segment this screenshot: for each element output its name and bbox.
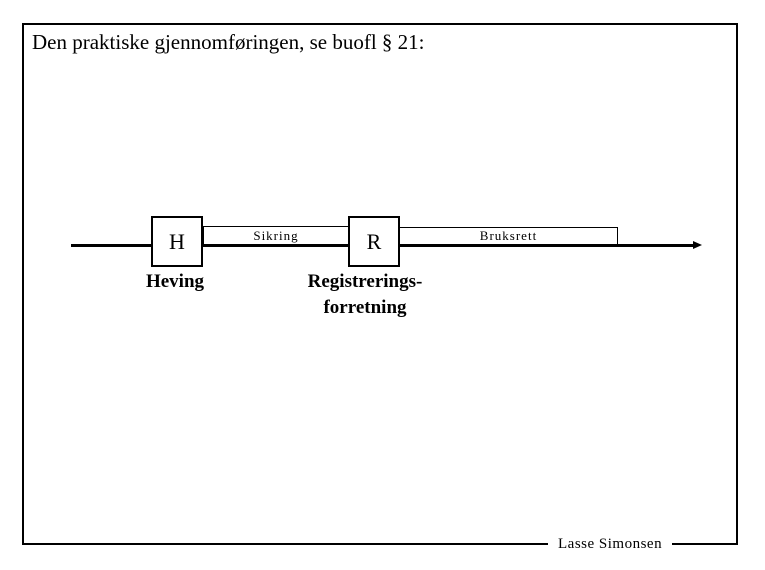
node-box-r: R bbox=[348, 216, 400, 267]
sikring-label: Sikring bbox=[253, 228, 299, 243]
node-box-h: H bbox=[151, 216, 203, 267]
heving-label: Heving bbox=[145, 271, 205, 292]
registreringsforretning-label: Registrerings- forretning bbox=[290, 269, 440, 321]
slide-border-frame bbox=[22, 23, 738, 545]
node-letter-h: H bbox=[169, 228, 185, 254]
node-letter-r: R bbox=[366, 228, 382, 254]
registrering-label-line2: forretning bbox=[323, 297, 407, 318]
footer-author-label: Lasse Simonsen bbox=[548, 535, 673, 554]
registrering-label-line1: Registrerings- bbox=[307, 271, 423, 292]
sikring-segment-box: Sikring bbox=[203, 226, 349, 246]
slide-title: Den praktiske gjennomføringen, se buofl … bbox=[32, 30, 425, 54]
bruksrett-segment-box: Bruksrett bbox=[399, 227, 618, 246]
bruksrett-label: Bruksrett bbox=[479, 228, 538, 243]
timeline-arrowhead bbox=[693, 241, 702, 249]
